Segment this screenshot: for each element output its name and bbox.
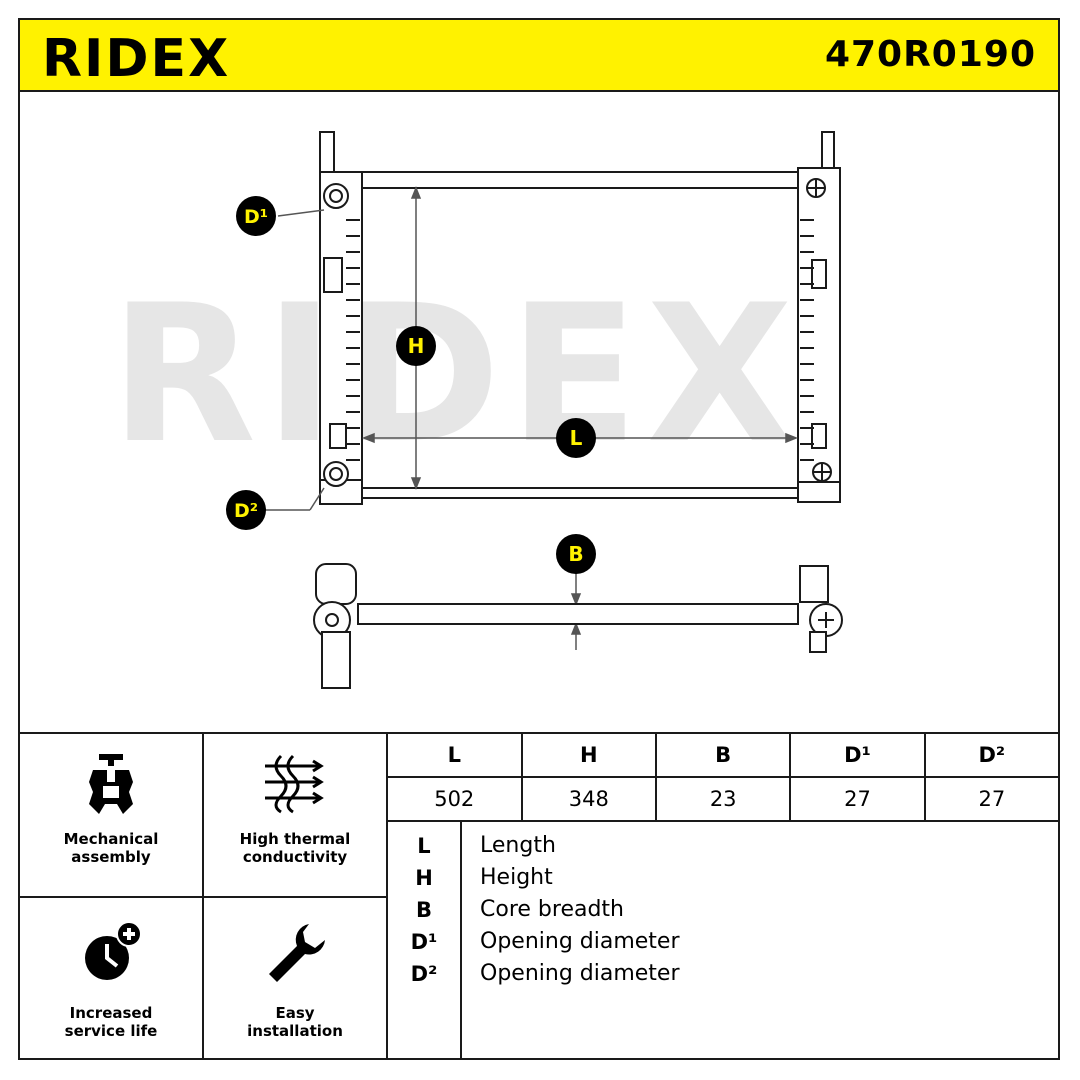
- feature-mechanical-assembly: Mechanical assembly: [20, 734, 204, 898]
- feature-label: Mechanical assembly: [63, 830, 159, 866]
- legend-desc: Length: [480, 833, 556, 858]
- feature-easy-installation: Easy installation: [204, 898, 388, 1060]
- legend-key: D²: [410, 962, 438, 986]
- mechanical-assembly-icon: [79, 752, 143, 820]
- legend-row: L Length: [388, 830, 1058, 862]
- feature-label: Easy installation: [247, 1004, 343, 1040]
- dimensions-table: L H B D¹ D² 502 348 23 27 27: [388, 734, 1058, 822]
- dimensions-value-row: 502 348 23 27 27: [388, 777, 1058, 822]
- header-d1: D¹: [790, 734, 926, 778]
- marker-d1: D¹: [236, 196, 276, 236]
- header-bar: RIDEX 470R0190: [20, 20, 1058, 92]
- legend-row: D¹ Opening diameter: [388, 926, 1058, 958]
- legend-desc: Opening diameter: [480, 961, 680, 986]
- feature-service-life: Increased service life: [20, 898, 204, 1060]
- header-l: L: [388, 734, 523, 778]
- feature-label: High thermal conductivity: [239, 830, 351, 866]
- svg-text:RIDEX: RIDEX: [42, 29, 230, 86]
- value-d1: 27: [790, 777, 926, 822]
- svg-text:H: H: [408, 334, 425, 358]
- legend-row: B Core breadth: [388, 894, 1058, 926]
- side-core: [357, 603, 799, 625]
- legend-desc: Height: [480, 865, 553, 890]
- value-b: 23: [656, 777, 792, 822]
- legend-key: B: [415, 898, 432, 922]
- marker-h: H: [396, 326, 436, 366]
- feature-thermal-conductivity: High thermal conductivity: [204, 734, 388, 898]
- thermal-conductivity-icon: [263, 750, 327, 818]
- legend-divider: [460, 822, 462, 1058]
- svg-text:B: B: [568, 542, 583, 566]
- info-section: Mechanical assembly High thermal conduct…: [20, 732, 1058, 1060]
- value-h: 348: [521, 777, 658, 822]
- marker-d2: D²: [226, 490, 266, 530]
- watermark: RIDEX: [110, 264, 801, 485]
- header-d2: D²: [924, 734, 1058, 778]
- product-sheet: RIDEX 470R0190 RIDEX: [18, 18, 1060, 1060]
- header-h: H: [521, 734, 658, 778]
- svg-text:L: L: [570, 426, 583, 450]
- clock-plus-icon: [79, 920, 143, 988]
- brand-logo: RIDEX: [42, 26, 282, 90]
- svg-text:D²: D²: [234, 500, 258, 522]
- part-number: 470R0190: [824, 34, 1036, 75]
- legend-key: L: [417, 834, 431, 858]
- dimensions-header-row: L H B D¹ D²: [388, 734, 1058, 778]
- legend-row: D² Opening diameter: [388, 958, 1058, 990]
- legend-row: H Height: [388, 862, 1058, 894]
- header-b: B: [656, 734, 792, 778]
- svg-text:D¹: D¹: [244, 206, 268, 228]
- dimension-legend: L Length H Height B Core breadth D¹ Open…: [388, 822, 1058, 1058]
- marker-b: B: [556, 534, 596, 574]
- marker-l: L: [556, 418, 596, 458]
- radiator-drawing: RIDEX: [110, 131, 843, 689]
- wrench-icon: [263, 920, 327, 988]
- value-d2: 27: [924, 777, 1058, 822]
- value-l: 502: [388, 777, 523, 822]
- legend-desc: Opening diameter: [480, 929, 680, 954]
- feature-label: Increased service life: [64, 1004, 158, 1040]
- legend-key: H: [415, 866, 433, 890]
- legend-key: D¹: [410, 930, 438, 954]
- legend-desc: Core breadth: [480, 897, 624, 922]
